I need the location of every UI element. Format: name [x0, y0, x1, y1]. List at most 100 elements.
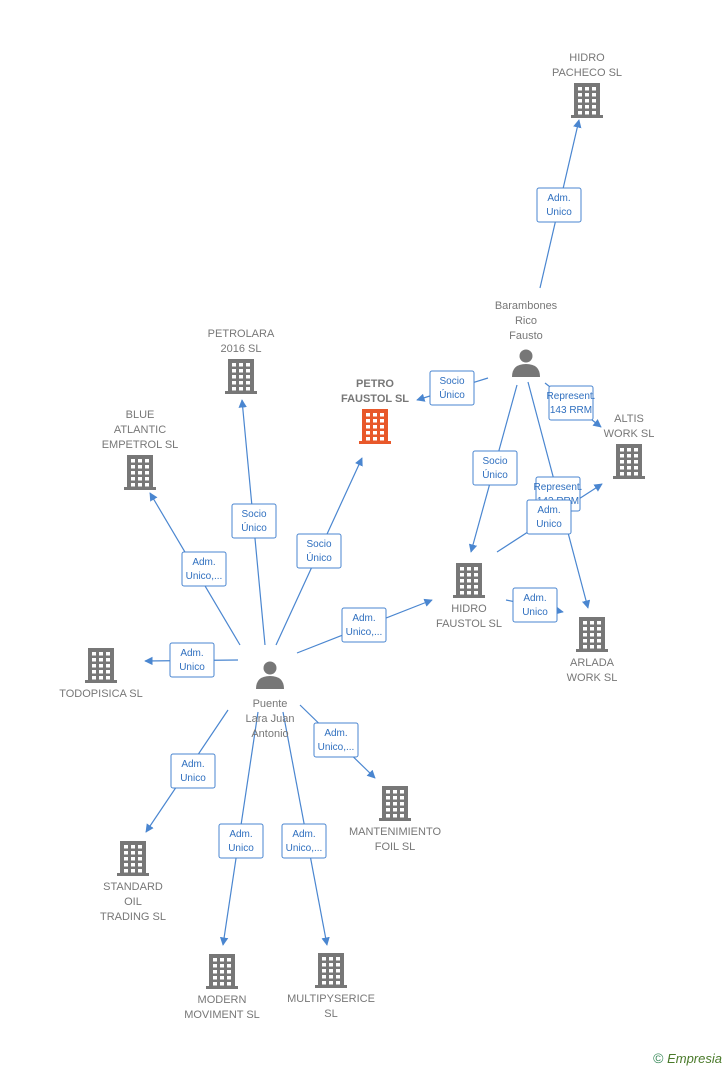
person-icon: [256, 661, 284, 689]
relation-label-box: [218, 823, 264, 859]
node-label: STANDARD: [103, 881, 163, 893]
relation-label-text: Unico: [180, 773, 206, 784]
building-icon: [359, 409, 391, 444]
node-blue_atlantic[interactable]: BLUE ATLANTIC EMPETROL SL: [102, 409, 179, 490]
relation-label[interactable]: Adm.Unico: [512, 587, 558, 623]
node-multipyserice[interactable]: MULTIPYSERICE SL: [287, 953, 375, 1020]
building-icon: [225, 359, 257, 394]
building-icon: [571, 83, 603, 118]
relation-label[interactable]: Adm. Unico,...: [281, 823, 327, 859]
relation-label-text: Único: [482, 468, 508, 481]
relation-label-text: Único: [241, 521, 267, 534]
node-label: FAUSTOL SL: [436, 618, 502, 630]
node-label: 2016 SL: [221, 343, 262, 355]
node-label: Fausto: [509, 330, 543, 342]
node-label: Lara Juan: [246, 713, 295, 725]
node-hidro_pacheco[interactable]: HIDRO PACHECO SL: [552, 52, 622, 118]
relation-label-text: Unico: [228, 843, 254, 854]
relation-label[interactable]: Adm. Unico: [169, 642, 215, 678]
relation-label[interactable]: Represent. 143 RRM: [547, 385, 596, 421]
node-todopisica[interactable]: TODOPISICA SL: [59, 648, 143, 700]
node-label: MOVIMENT SL: [184, 1009, 260, 1021]
relation-label-text: Unico: [179, 662, 205, 673]
node-label: Puente: [253, 698, 288, 710]
relation-label-text: Represent.: [547, 391, 596, 402]
relation-label-box: [512, 587, 558, 623]
node-label: WORK SL: [604, 428, 655, 440]
copyright-icon: ©: [653, 1050, 664, 1066]
building-icon: [315, 953, 347, 988]
relation-label-text: Represent.: [534, 482, 583, 493]
relation-label-text: Unico: [546, 207, 572, 218]
relation-label-text: 143 RRM: [550, 405, 592, 416]
relation-label-text: Socio: [306, 539, 331, 550]
node-label: BLUE: [126, 409, 155, 421]
node-label: MODERN: [198, 994, 247, 1006]
node-label: HIDRO: [569, 52, 605, 64]
node-label: EMPETROL SL: [102, 439, 179, 451]
building-icon: [613, 444, 645, 479]
relation-label[interactable]: Adm.Unico: [218, 823, 264, 859]
building-icon: [124, 455, 156, 490]
relation-label-text: Adm.: [537, 505, 560, 516]
relation-label-text: Socio: [241, 509, 266, 520]
relation-label-box: [429, 370, 475, 406]
relation-label-box: [181, 551, 227, 587]
node-label: ALTIS: [614, 413, 644, 425]
relation-label-text: Adm.: [547, 193, 570, 204]
person-icon: [512, 349, 540, 377]
relation-label[interactable]: Adm. Unico: [170, 753, 216, 789]
relation-label-box: [548, 385, 594, 421]
node-label: FAUSTOL SL: [341, 393, 409, 405]
node-label: ATLANTIC: [114, 424, 166, 436]
relation-label[interactable]: Adm. Unico: [536, 187, 582, 223]
node-label: Barambones: [495, 300, 558, 312]
node-petro_faustol[interactable]: PETRO FAUSTOL SL: [341, 378, 409, 444]
node-label: PACHECO SL: [552, 67, 622, 79]
relation-label-box: [536, 187, 582, 223]
node-altis_work[interactable]: ALTIS WORK SL: [604, 413, 655, 479]
relation-label-text: Adm.: [181, 759, 204, 770]
node-label: OIL: [124, 896, 142, 908]
node-label: SL: [324, 1008, 337, 1020]
building-icon: [206, 954, 238, 989]
node-label: Rico: [515, 315, 537, 327]
node-standard_oil[interactable]: STANDARD OIL TRADING SL: [100, 841, 166, 923]
relation-label[interactable]: Adm.Unico: [526, 499, 572, 535]
relation-label[interactable]: Adm.Unico,...: [313, 722, 359, 758]
node-label: MULTIPYSERICE: [287, 993, 375, 1005]
relation-label-text: Adm.: [292, 829, 315, 840]
relation-label[interactable]: Adm.Unico,...: [341, 607, 387, 643]
relation-label[interactable]: Adm.Unico,...: [181, 551, 227, 587]
brand-name: Empresia: [667, 1051, 722, 1066]
relation-label-text: Unico,...: [286, 843, 323, 854]
relation-label-box: [313, 722, 359, 758]
relation-label-text: Único: [439, 388, 465, 401]
relation-label-text: Adm.: [180, 648, 203, 659]
relation-label-box: [526, 499, 572, 535]
node-label: TODOPISICA SL: [59, 688, 143, 700]
relation-label-box: [170, 753, 216, 789]
building-icon: [85, 648, 117, 683]
relation-label-text: Unico: [522, 607, 548, 618]
relation-label-box: [296, 533, 342, 569]
node-label: TRADING SL: [100, 911, 166, 923]
relation-label-text: Socio: [439, 376, 464, 387]
relation-label-text: Unico,...: [186, 571, 223, 582]
node-label: PETRO: [356, 378, 394, 390]
relation-label-text: Adm.: [324, 728, 347, 739]
node-modern_moviment[interactable]: MODERN MOVIMENT SL: [184, 954, 260, 1021]
